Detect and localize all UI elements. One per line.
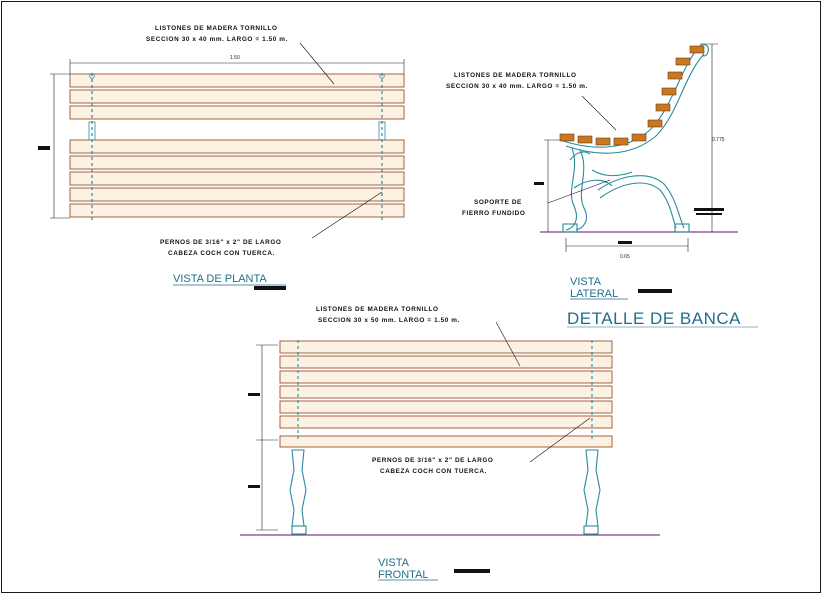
wood-slat: [279, 340, 613, 354]
lateral-note-top-2: SECCION 30 x 40 mm. LARGO = 1.50 m.: [446, 83, 588, 90]
plan-view: 1.50 LISTONES DE MADERA TORNILLO SECCION…: [38, 25, 405, 290]
lateral-view-title-2: LATERAL: [570, 288, 618, 300]
front-note-bottom-1: PERNOS DE 3/16" x 2" DE LARGO: [372, 457, 493, 464]
slat-section: [559, 133, 575, 142]
front-legs: [289, 340, 601, 535]
plan-note-bottom-2: CABEZA COCH CON TUERCA.: [168, 250, 275, 257]
front-note-top-2: SECCION 30 x 50 mm. LARGO = 1.50 m.: [318, 317, 460, 324]
wood-slat: [69, 73, 405, 88]
slat-section: [613, 137, 629, 146]
cast-iron-support: [559, 43, 709, 233]
lateral-dim-height: 0.775: [712, 137, 725, 143]
plan-scale-bar: [254, 286, 286, 290]
plan-dim-tag: [38, 146, 50, 150]
front-view-title-1: VISTA: [378, 557, 410, 569]
wood-slat: [69, 139, 405, 154]
slat-section: [631, 133, 647, 142]
wood-slat: [279, 415, 613, 429]
lateral-note-support-1: SOPORTE DE: [474, 199, 522, 206]
front-slats: [279, 340, 613, 448]
plan-note-top-1: LISTONES DE MADERA TORNILLO: [155, 25, 278, 32]
plan-supports: [88, 73, 386, 222]
wood-slat: [279, 355, 613, 369]
wood-slat: [279, 370, 613, 384]
slat-section: [675, 57, 691, 66]
wood-slat: [279, 385, 613, 399]
front-scale-bar: [454, 569, 490, 573]
wood-slat: [69, 187, 405, 202]
lateral-view-title-1: VISTA: [570, 276, 602, 288]
plan-note-bottom-1: PERNOS DE 3/16" x 2" DE LARGO: [160, 239, 281, 246]
slat-section: [661, 87, 677, 96]
front-note-bottom-2: CABEZA COCH CON TUERCA.: [380, 468, 487, 475]
slat-section: [595, 137, 611, 146]
wood-slat: [69, 203, 405, 218]
front-note-top-1: LISTONES DE MADERA TORNILLO: [316, 306, 439, 313]
wood-slat: [69, 155, 405, 170]
slat-section: [689, 45, 705, 54]
wood-slat: [279, 435, 613, 448]
slat-section: [655, 103, 671, 112]
slat-section: [577, 135, 593, 144]
front-view-title-2: FRONTAL: [378, 569, 429, 581]
lateral-scale-bar: [638, 289, 672, 293]
lateral-note-support-2: FIERRO FUNDIDO: [462, 210, 525, 217]
slat-section: [667, 71, 683, 80]
drawing-title: DETALLE DE BANCA: [567, 309, 741, 328]
front-view: LISTONES DE MADERA TORNILLO SECCION 30 x…: [240, 306, 660, 581]
wood-slat: [279, 400, 613, 414]
slat-section: [647, 119, 663, 128]
lateral-view: 0.775 0.65: [446, 43, 738, 300]
wood-slat: [69, 89, 405, 104]
plan-dim-width: 1.50: [230, 55, 240, 61]
plan-note-top-2: SECCION 30 x 40 mm. LARGO = 1.50 m.: [146, 36, 288, 43]
lateral-note-top-1: LISTONES DE MADERA TORNILLO: [454, 72, 577, 79]
lateral-dim-base: 0.65: [620, 254, 630, 260]
plan-view-title: VISTA DE PLANTA: [173, 273, 267, 285]
plan-slats: [69, 73, 405, 218]
lateral-slats: [559, 45, 705, 146]
wood-slat: [69, 105, 405, 120]
wood-slat: [69, 171, 405, 186]
